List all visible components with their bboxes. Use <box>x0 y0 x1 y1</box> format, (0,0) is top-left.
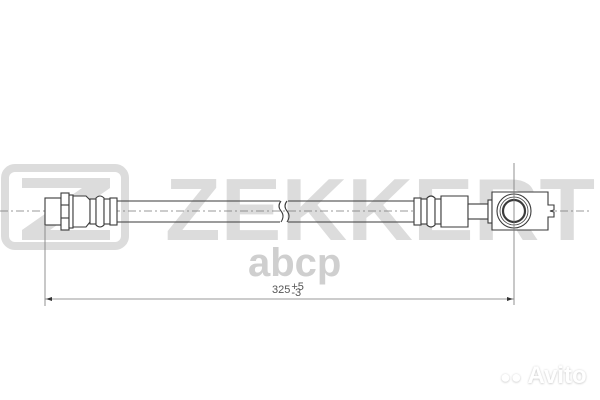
dimension-nominal: 325 <box>272 284 291 296</box>
avito-dots-icon: ●● <box>500 367 522 387</box>
left-arrow-icon <box>46 297 52 301</box>
left-fitting-tube-nut <box>44 197 62 226</box>
left-fitting-hex <box>60 192 70 231</box>
break-symbol <box>278 200 284 223</box>
avito-watermark-text: Avito <box>527 362 587 389</box>
tolerance-lower: -3 <box>291 287 302 300</box>
hose-assembly <box>44 191 555 231</box>
left-fitting-collar <box>68 194 74 229</box>
banjo-neck <box>467 203 489 220</box>
right-ferrule <box>413 197 422 226</box>
tolerance-upper: +5 <box>291 281 304 294</box>
dimension-label: 325+5-3 <box>272 281 304 300</box>
right-arrow-icon <box>507 297 513 301</box>
brand-logo-frame-icon <box>1 164 129 250</box>
left-ferrule <box>72 195 91 228</box>
avito-watermark: ●● Avito <box>500 362 587 390</box>
abcp-watermark: abcp <box>248 241 341 285</box>
